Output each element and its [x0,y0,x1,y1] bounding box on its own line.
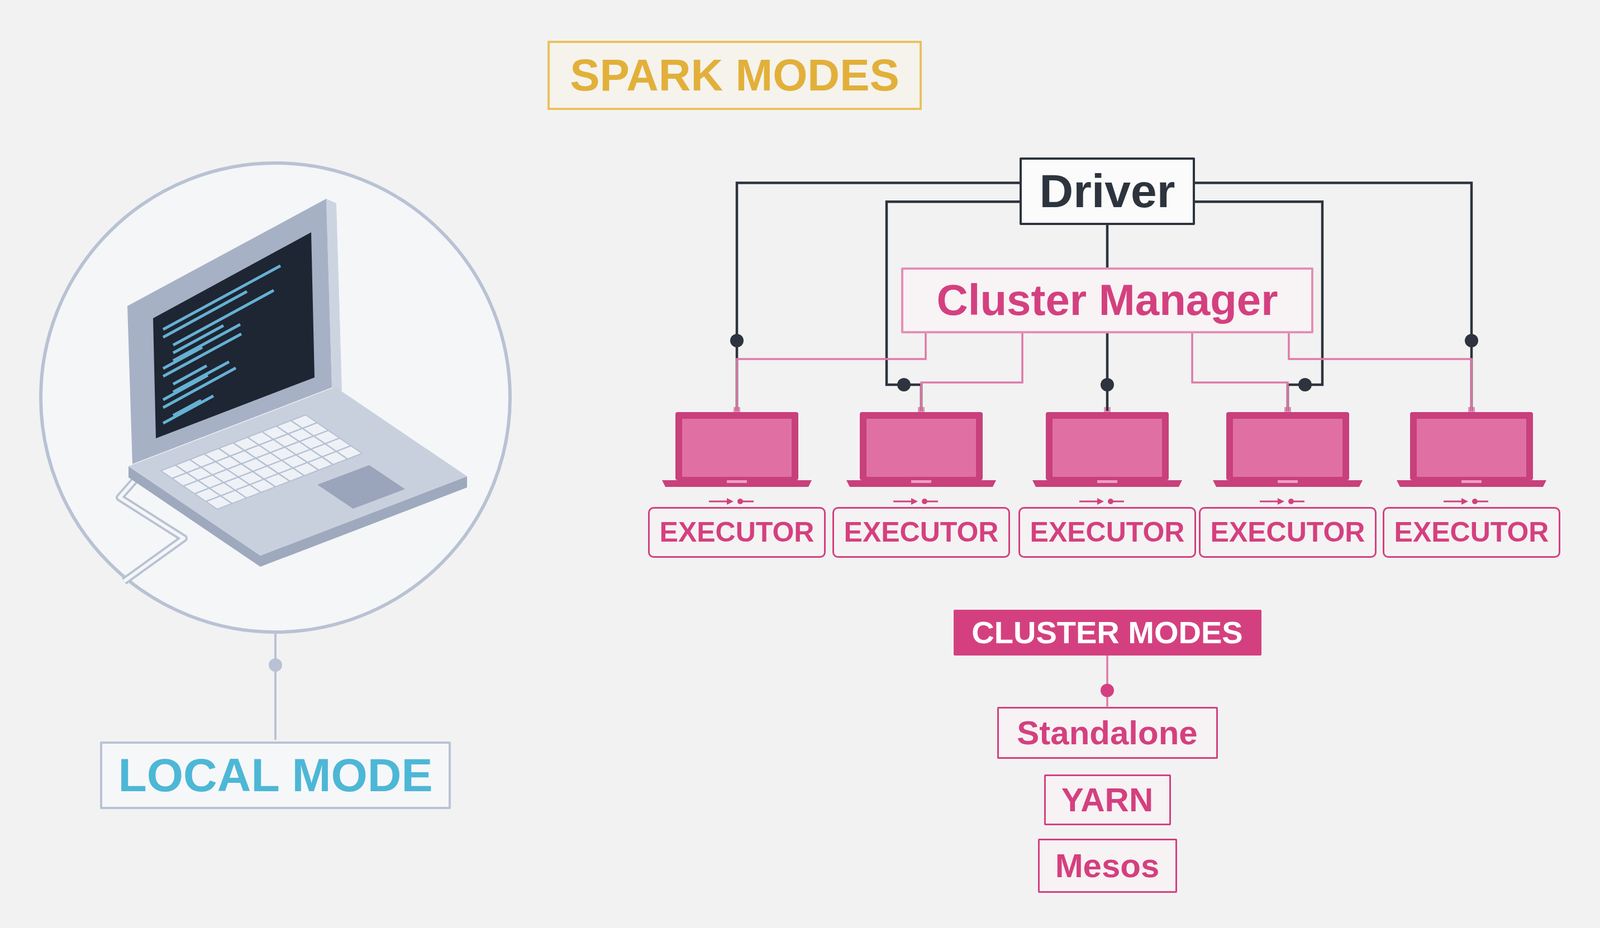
executor-node: EXECUTOR [644,411,830,559]
laptop-base [662,480,812,488]
leader-dot [268,658,283,673]
laptop-display [1052,418,1163,478]
executor-node: EXECUTOR [1015,411,1200,559]
laptop-notch [726,480,747,484]
connector [1192,333,1288,412]
executor-label: EXECUTOR [648,507,827,559]
box-label: Cluster Manager [936,275,1278,326]
junction-dot [730,334,744,348]
cluster-modes-box: CLUSTER MODES [953,610,1262,656]
junction-dot [1464,334,1479,348]
executor-node: EXECUTOR [829,411,1014,559]
laptop-base [1396,480,1547,488]
junction-dot [1100,684,1114,698]
title-box: SPARK MODES [547,40,922,111]
connector [921,333,1023,412]
laptop-notch [1461,480,1482,484]
junction-dot [1100,378,1114,392]
code-lines [163,265,281,424]
box-label: Mesos [1055,846,1160,886]
box-label: LOCAL MODE [117,748,433,803]
laptop-notch [1277,480,1298,484]
laptop-base [1212,480,1363,488]
laptop-screen [1226,412,1350,481]
local-mode-box: LOCAL MODE [100,741,451,810]
task-symbol-dot [1107,498,1114,505]
executor-label: EXECUTOR [832,507,1011,559]
task-symbol-dot [1472,498,1478,505]
touchpad [317,465,406,509]
laptop-notch [1097,480,1118,484]
connector-group [736,333,1472,708]
laptop-base [846,480,997,488]
mode-box: Standalone [997,707,1218,760]
laptop-screen [1410,412,1533,481]
executor-node: EXECUTOR [1379,411,1564,559]
connector [1106,655,1109,708]
mode-box: Mesos [1037,839,1178,894]
junction-dot [897,378,911,392]
mode-box: YARN [1044,774,1171,826]
task-symbol-dot [737,498,744,505]
executor-node: EXECUTOR [1195,411,1380,559]
laptop-display [866,418,976,478]
laptop-screen [1045,412,1169,481]
laptop-display [682,418,792,478]
leader-line [274,632,277,741]
connector [1288,333,1472,412]
box-label: Driver [1039,164,1176,219]
keyboard [160,415,363,510]
executor-label: EXECUTOR [1198,507,1378,559]
junction-dot [1298,378,1312,392]
box-label: YARN [1061,781,1154,820]
laptop-notch [911,480,932,484]
frame-circle [40,163,511,633]
connector [1106,225,1109,269]
executor-label: EXECUTOR [1018,507,1197,559]
cluster-manager-box: Cluster Manager [901,267,1314,334]
task-symbol-dot [1288,498,1294,505]
deck-top [128,387,468,556]
laptop-display [1232,418,1343,478]
driver-box: Driver [1019,157,1195,226]
title-text: SPARK MODES [569,49,900,102]
dot-group [730,334,1479,698]
laptop-screen [859,412,983,481]
laptop-screen [675,412,799,481]
laptop-display [1416,418,1527,478]
box-label: CLUSTER MODES [971,615,1243,651]
connector [1106,333,1109,412]
box-label: Standalone [1016,713,1198,753]
executor-label: EXECUTOR [1382,507,1561,559]
key-grid [172,420,351,504]
task-symbol-dot [921,498,928,505]
task-symbol-heads [726,498,1469,506]
laptop-base [1032,480,1183,488]
connector [736,333,926,412]
